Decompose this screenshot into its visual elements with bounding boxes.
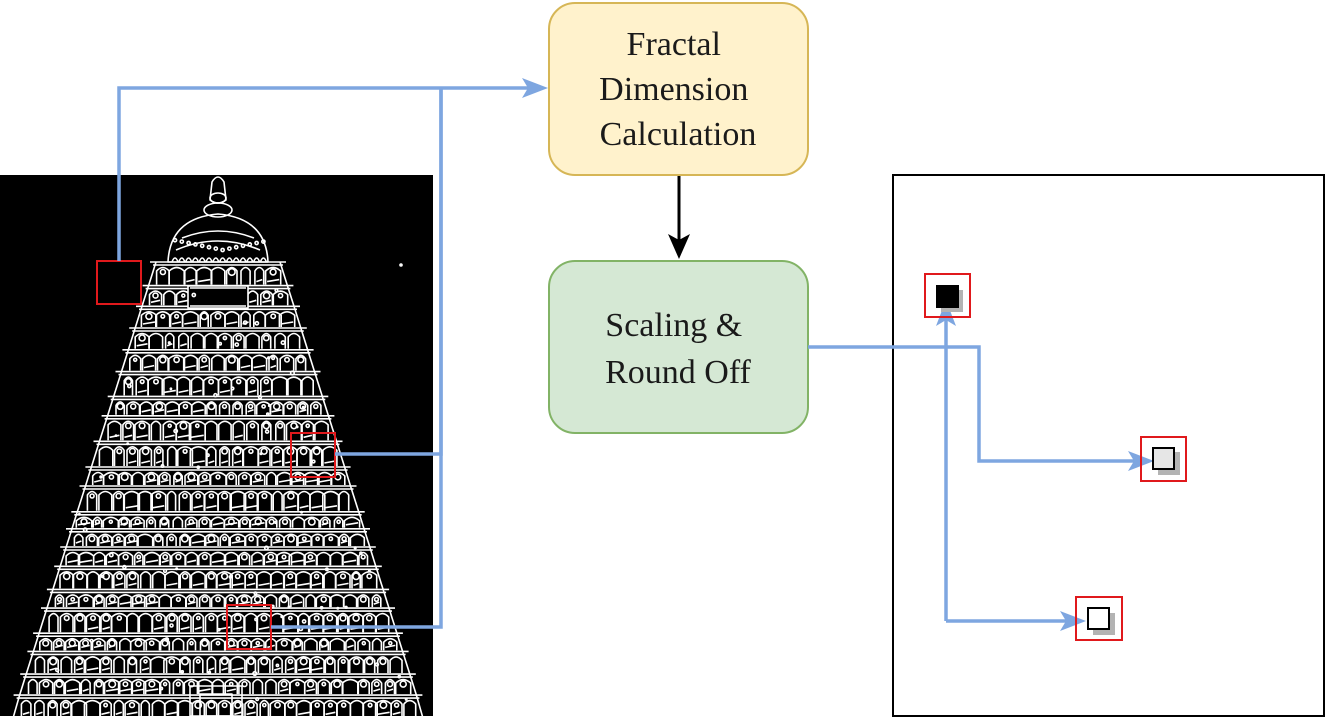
arrowhead-to-bottom-patch	[1060, 611, 1086, 631]
output-connectors	[808, 318, 1135, 623]
connector-top-patch	[117, 86, 441, 261]
input-connectors	[117, 86, 529, 629]
output-patch-top	[924, 273, 971, 318]
connector-bottom-patch	[271, 88, 443, 629]
fractal-label-line-2: Dimension	[599, 71, 748, 108]
fractal-label-line-1: Fractal	[627, 26, 721, 63]
input-edge-image	[0, 175, 433, 716]
fractal-label-line-3: Calculation	[600, 116, 757, 153]
connector-scaling-out	[808, 345, 1135, 463]
arrowhead-to-top-patch	[936, 300, 956, 326]
fractal-dimension-box: Fractal Dimension Calculation	[548, 2, 809, 176]
scaling-label-line-2: Round Off	[605, 354, 751, 391]
output-patch-middle	[1140, 436, 1187, 482]
flow-arrowhead	[668, 234, 690, 259]
output-patch-bottom	[1075, 596, 1123, 641]
arrowhead-to-fractal	[522, 78, 548, 98]
scaling-roundoff-box: Scaling & Round Off	[548, 260, 809, 434]
svg-text:Fractal Dimension: Fractal Dimension Calculation	[599, 26, 757, 153]
scaling-label-line-1: Scaling &	[605, 307, 742, 344]
svg-text:Scaling & Round Off: Scaling & Round Off	[605, 307, 751, 391]
